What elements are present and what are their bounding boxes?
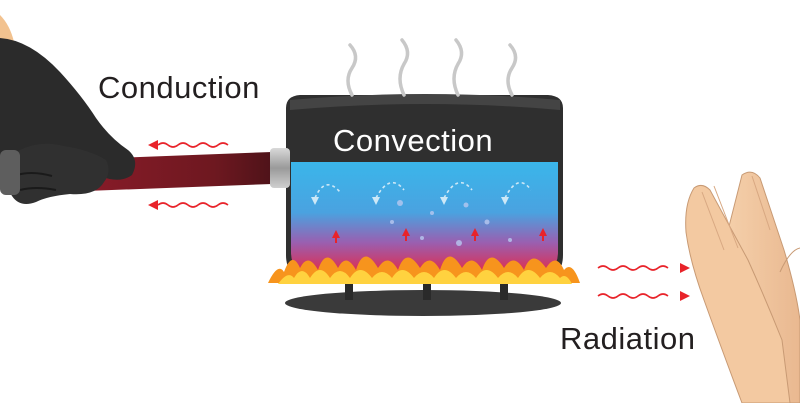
radiation-arrowheads [680,263,690,301]
bubbles [390,200,512,246]
steam-wisp-icon [398,38,410,97]
conduction-arrowheads [148,140,158,210]
convection-arrows [314,181,532,199]
circular-arrow-icon [504,181,532,199]
wavy-arrow-icon [597,265,669,271]
circular-arrow-icon [443,181,473,199]
rising-heat-arrows [332,228,547,243]
wavy-arrow-icon [157,202,229,208]
steam [346,38,518,97]
radiation-label: Radiation [560,321,696,356]
burner [285,276,561,316]
wavy-arrow-icon [597,293,669,299]
wavy-arrow-icon [157,142,229,148]
circular-arrow-icon [314,184,341,199]
flames [268,256,580,284]
conduction-label: Conduction [98,70,260,105]
convection-arrowheads [311,197,509,205]
steam-wisp-icon [506,43,518,97]
steam-wisp-icon [452,38,464,97]
open-hands [685,171,800,403]
conduction-heat-waves [157,142,229,208]
steam-wisp-icon [346,43,358,97]
pot [286,94,563,280]
radiation-heat-waves [597,265,669,299]
convection-label: Convection [333,123,494,158]
circular-arrow-icon [375,181,405,199]
water [291,162,558,274]
gloved-hand [0,15,136,204]
